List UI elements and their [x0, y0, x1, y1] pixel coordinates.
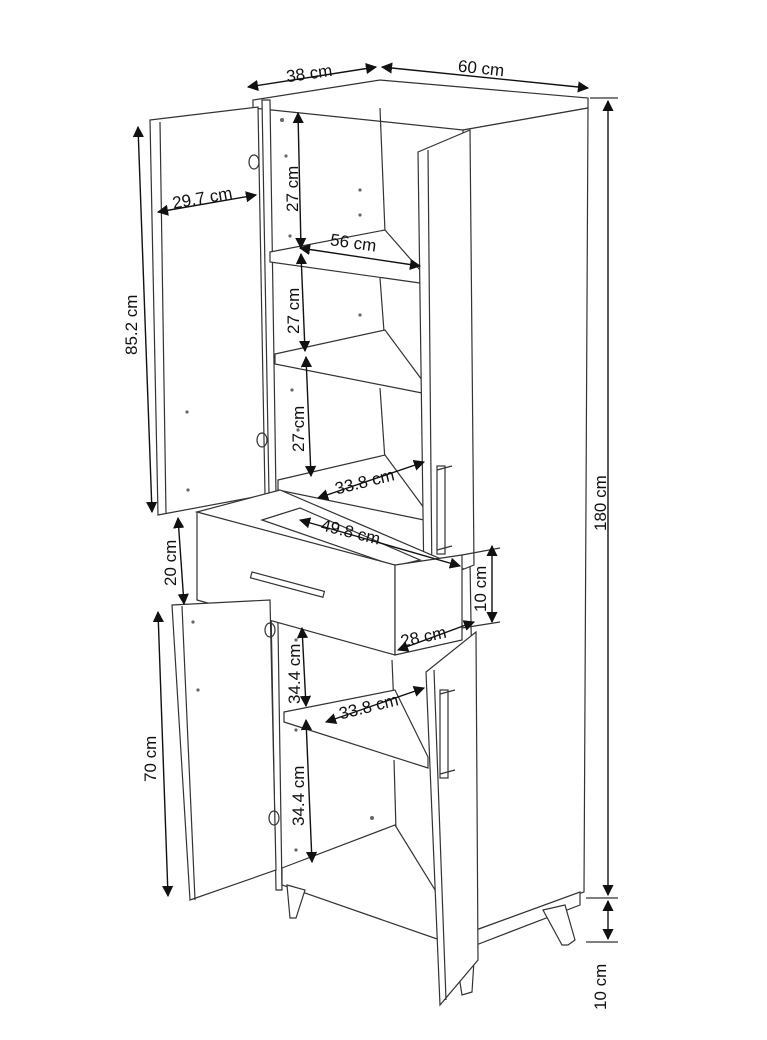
lower-compartment-2-label: 34.4 cm	[289, 766, 308, 826]
leg-height-label: 10 cm	[591, 964, 610, 1010]
upper-right-door	[417, 129, 475, 586]
height-label: 180 cm	[591, 475, 610, 531]
drawer-handle-icon	[249, 571, 326, 598]
upper-shelf-2	[274, 329, 423, 394]
upper-compartment-1-label: 27 cm	[283, 166, 302, 212]
bottom-board	[281, 824, 441, 941]
lower-right-door	[425, 630, 479, 1007]
lower-left-door	[171, 599, 280, 901]
door-handle-icon	[439, 689, 449, 779]
upper-left-door	[149, 106, 268, 516]
lower-compartment-1-label: 34.4 cm	[285, 644, 304, 704]
hinge-icon	[264, 622, 276, 638]
upper-compartment-2-label: 27 cm	[284, 288, 303, 334]
drawer-gap-label: 20 cm	[161, 540, 180, 586]
depth-label: 38 cm	[285, 61, 333, 86]
hinge-icon	[256, 432, 268, 448]
lower-door-height-label: 70 cm	[141, 736, 160, 782]
drawer-height-label: 10 cm	[471, 566, 490, 612]
dimension-lines	[132, 62, 618, 943]
upper-compartment-3-label: 27 cm	[289, 406, 308, 452]
width-label: 60 cm	[457, 57, 505, 81]
right-side-panel	[462, 107, 589, 931]
hinge-icon	[248, 154, 260, 170]
leg-back-right	[542, 904, 576, 946]
upper-door-height-label: 85.2 cm	[122, 295, 141, 355]
leg-front-left	[286, 884, 306, 919]
hinge-icon	[268, 810, 280, 826]
